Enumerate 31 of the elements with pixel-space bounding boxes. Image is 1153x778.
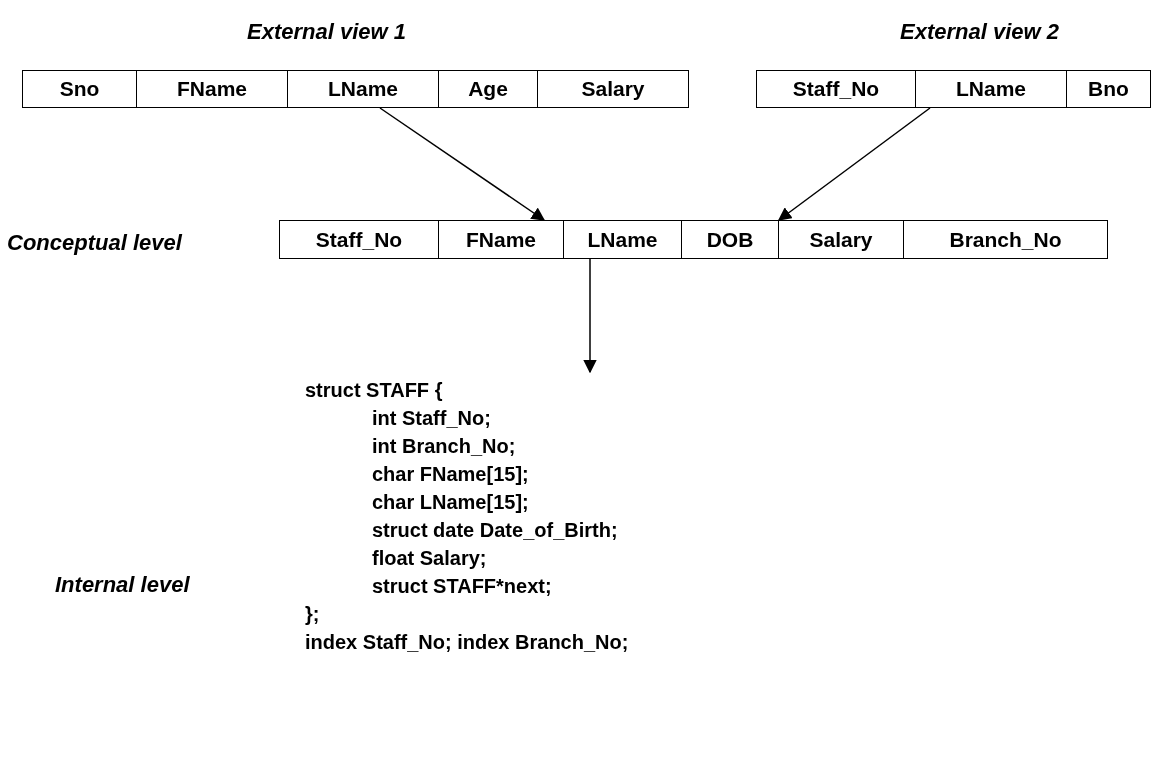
level-heading: Conceptual level — [7, 229, 182, 257]
code-line: float Salary; — [371, 546, 488, 571]
code-line: index Staff_No; index Branch_No; — [305, 630, 629, 655]
code-line: char LName[15]; — [371, 490, 530, 515]
code-line: struct date Date_of_Birth; — [371, 518, 619, 543]
field-cell: Staff_No — [279, 220, 439, 259]
code-line: }; — [305, 602, 321, 627]
code-line: struct STAFF*next; — [371, 574, 553, 599]
field-cell: Salary — [537, 70, 689, 108]
field-cell: Sno — [22, 70, 137, 108]
field-cell: Bno — [1066, 70, 1151, 108]
level-heading: Internal level — [55, 571, 190, 599]
field-cell: Branch_No — [903, 220, 1108, 259]
arrow — [583, 258, 597, 374]
level-heading: External view 1 — [247, 18, 406, 46]
code-line: struct STAFF { — [305, 378, 444, 403]
code-line: int Branch_No; — [371, 434, 517, 459]
field-cell: LName — [287, 70, 439, 108]
field-cell: LName — [563, 220, 682, 259]
field-cell: LName — [915, 70, 1067, 108]
level-heading: External view 2 — [900, 18, 1059, 46]
field-cell: DOB — [681, 220, 779, 259]
field-cell: FName — [438, 220, 564, 259]
code-line: char FName[15]; — [371, 462, 530, 487]
arrow — [379, 107, 546, 221]
arrow — [777, 107, 931, 221]
field-cell: Staff_No — [756, 70, 916, 108]
field-cell: Age — [438, 70, 538, 108]
field-cell: Salary — [778, 220, 904, 259]
field-cell: FName — [136, 70, 288, 108]
code-line: int Staff_No; — [371, 406, 492, 431]
